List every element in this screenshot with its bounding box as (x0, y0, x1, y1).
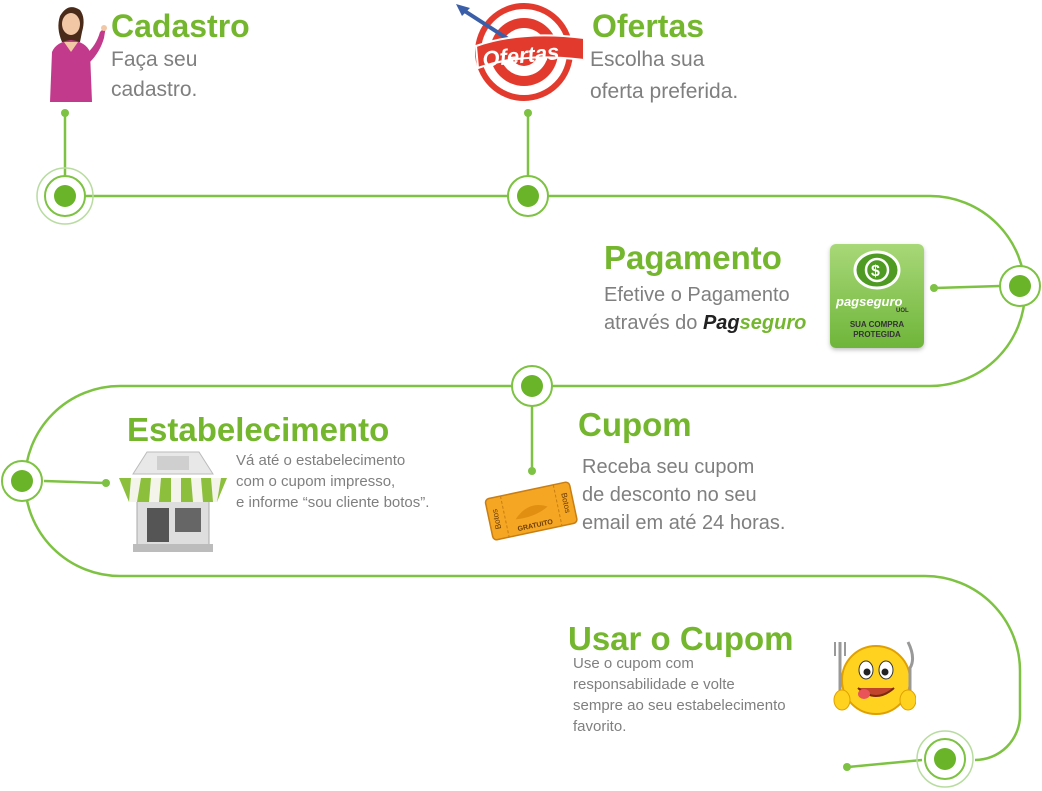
step-desc-usar-2: responsabilidade e volte (573, 676, 735, 693)
step-desc-usar-1: Use o cupom com (573, 655, 694, 672)
step-title-estabelecimento: Estabelecimento (127, 411, 390, 448)
node-pagamento (999, 265, 1041, 307)
pagseguro-line1: SUA COMPRA (849, 320, 905, 329)
brand-pag: Pag (702, 312, 740, 334)
smiley-icon (833, 641, 916, 715)
step-desc-ofertas-2: oferta preferida. (590, 80, 739, 103)
ticket-icon: Botos Botos GRATUITO (484, 481, 578, 541)
step-desc-pagamento-2: através do Pagseguro (604, 312, 806, 335)
pagseguro-logo: $ pagseguro UOL SUA COMPRA PROTEGIDA (830, 244, 924, 348)
step-desc-cadastro-2: cadastro. (111, 78, 198, 101)
step-desc-usar-3: sempre ao seu estabelecimento (573, 697, 786, 714)
brand-seguro: seguro (739, 312, 807, 334)
pagseguro-line2: PROTEGIDA (853, 330, 901, 339)
node-usar (916, 730, 974, 788)
step-desc-pagamento-1: Efetive o Pagamento (604, 284, 790, 306)
step-desc-cupom-2: de desconto no seu (582, 484, 757, 506)
step-title-cupom: Cupom (578, 406, 692, 443)
pagseguro-uol: UOL (896, 308, 909, 314)
node-cadastro (36, 167, 94, 225)
target-icon: Ofertas (456, 3, 585, 101)
dollar-icon: $ (853, 250, 901, 290)
step-desc-estabelecimento-1: Vá até o estabelecimento (236, 452, 406, 469)
step-title-ofertas: Ofertas (592, 8, 705, 44)
step-desc-estabelecimento-2: com o cupom impresso, (236, 473, 396, 490)
step-desc-cadastro-1: Faça seu (111, 48, 198, 71)
node-cupom (511, 365, 553, 407)
step-desc-estabelecimento-3: e informe “sou cliente botos”. (236, 494, 430, 511)
node-ofertas (507, 175, 549, 217)
step-title-cadastro: Cadastro (111, 8, 250, 44)
svg-text:$: $ (871, 263, 880, 280)
step-title-pagamento: Pagamento (604, 239, 782, 276)
step-desc-cupom-3: email em até 24 horas. (582, 512, 786, 534)
step-desc-usar-4: favorito. (573, 718, 627, 735)
step-desc-pagamento-2-prefix: através do (604, 312, 703, 334)
step-title-usar: Usar o Cupom (568, 620, 794, 657)
woman-icon (50, 7, 107, 102)
ticket-left-text: Botos (490, 508, 503, 530)
step-desc-cupom-1: Receba seu cupom (582, 456, 755, 478)
ticket-right-text: Botos (559, 492, 572, 514)
step-desc-ofertas-1: Escolha sua (590, 48, 705, 71)
store-icon (119, 451, 227, 552)
node-estabelecimento (1, 460, 43, 502)
pagseguro-logo-text: pagseguro (836, 294, 903, 309)
